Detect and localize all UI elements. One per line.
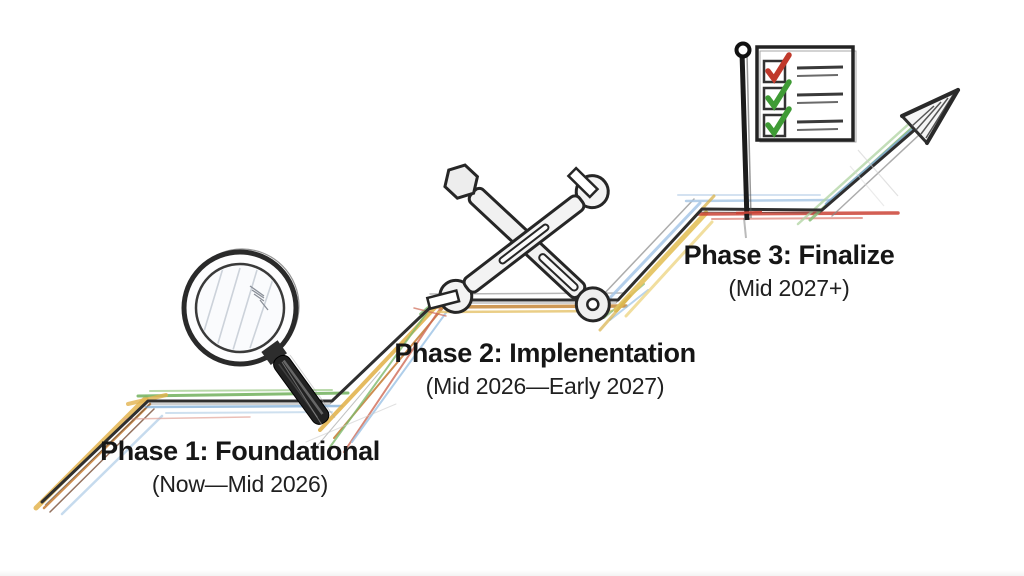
flag-checklist-icon [734, 41, 899, 239]
checklist-row [762, 106, 844, 138]
phase-2-label-group: Phase 2: Implenentation (Mid 2026—Early … [375, 338, 715, 400]
phase-2-title: Phase 2: Implenentation [394, 338, 696, 368]
phase-2-dates: (Mid 2026—Early 2027) [425, 373, 665, 400]
magnifier-handle [261, 340, 330, 425]
phase-3-title: Phase 3: Finalize [683, 240, 895, 270]
flag-pole-knob [734, 41, 752, 59]
check-icon [765, 106, 792, 138]
phase-1-label-group: Phase 1: Foundational (Now—Mid 2026) [70, 436, 410, 498]
check-icon [765, 52, 792, 84]
phase-1-dates: (Now—Mid 2026) [151, 471, 329, 498]
crossed-wrenches-icon [425, 163, 611, 323]
magnifier-icon [181, 248, 336, 426]
checklist-row [762, 79, 844, 111]
phase-3-label-group: Phase 3: Finalize (Mid 2027+) [619, 240, 959, 302]
arrow-head-icon [900, 88, 960, 145]
phase-1-title: Phase 1: Foundational [100, 436, 380, 466]
phase-3-dates: (Mid 2027+) [728, 275, 850, 302]
step-line [40, 99, 950, 506]
checklist-row [762, 52, 844, 84]
check-icon [765, 79, 792, 111]
lens-glint-scribble [249, 285, 269, 311]
